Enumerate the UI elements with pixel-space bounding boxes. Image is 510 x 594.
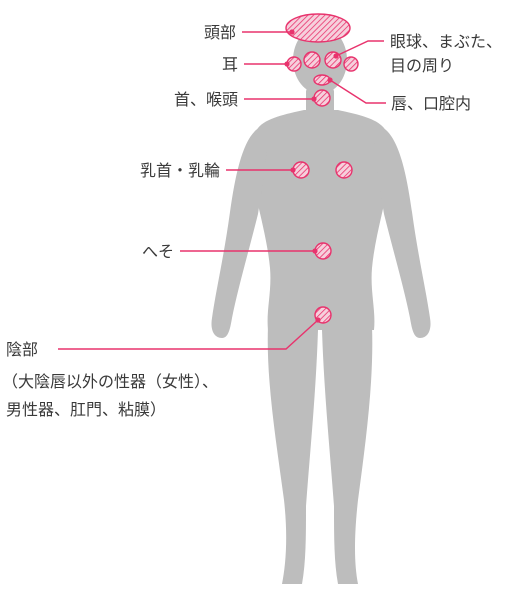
label-ear: 耳 bbox=[222, 55, 238, 74]
label-eye-line1: 眼球、まぶた、 bbox=[390, 32, 502, 51]
label-genital-line1: 陰部 bbox=[6, 340, 38, 359]
silhouette-left-arm bbox=[211, 126, 268, 338]
silhouette-right-arm bbox=[374, 126, 431, 338]
dot-ear bbox=[284, 61, 290, 67]
dot-eye bbox=[333, 53, 339, 59]
leader-lips bbox=[329, 79, 386, 104]
leader-eye bbox=[335, 40, 384, 57]
body-silhouette bbox=[211, 26, 431, 584]
region-ear-right bbox=[343, 56, 359, 72]
hatched-regions bbox=[285, 13, 359, 324]
dot-genital bbox=[315, 317, 321, 323]
dot-head bbox=[289, 29, 295, 35]
dot-neck bbox=[311, 96, 317, 102]
region-eye-left bbox=[303, 51, 321, 69]
dot-nipple bbox=[290, 167, 296, 173]
region-nipple-right bbox=[335, 161, 353, 179]
label-genital-line3: 男性器、肛門、粘膜） bbox=[6, 400, 166, 419]
label-nipple: 乳首・乳輪 bbox=[140, 161, 220, 180]
label-neck: 首、喉頭 bbox=[174, 90, 238, 109]
label-head: 頭部 bbox=[204, 23, 236, 42]
label-navel: へそ bbox=[142, 242, 174, 261]
silhouette-right-leg bbox=[322, 326, 373, 584]
leader-dots bbox=[284, 29, 339, 323]
label-lips: 唇、口腔内 bbox=[391, 94, 471, 113]
leader-genital bbox=[58, 319, 319, 350]
silhouette-left-leg bbox=[267, 326, 318, 584]
region-head bbox=[285, 13, 351, 43]
dot-navel bbox=[312, 248, 318, 254]
label-genital-line2: （大陰唇以外の性器（女性）、 bbox=[2, 372, 218, 391]
dot-lips bbox=[327, 77, 333, 83]
silhouette-torso bbox=[251, 110, 391, 330]
leader-lines bbox=[58, 31, 386, 350]
label-eye-line2: 目の周り bbox=[390, 56, 454, 75]
labels: 頭部 耳 眼球、まぶた、 目の周り 首、喉頭 唇、口腔内 乳首・乳輪 へそ 陰部… bbox=[2, 23, 502, 419]
